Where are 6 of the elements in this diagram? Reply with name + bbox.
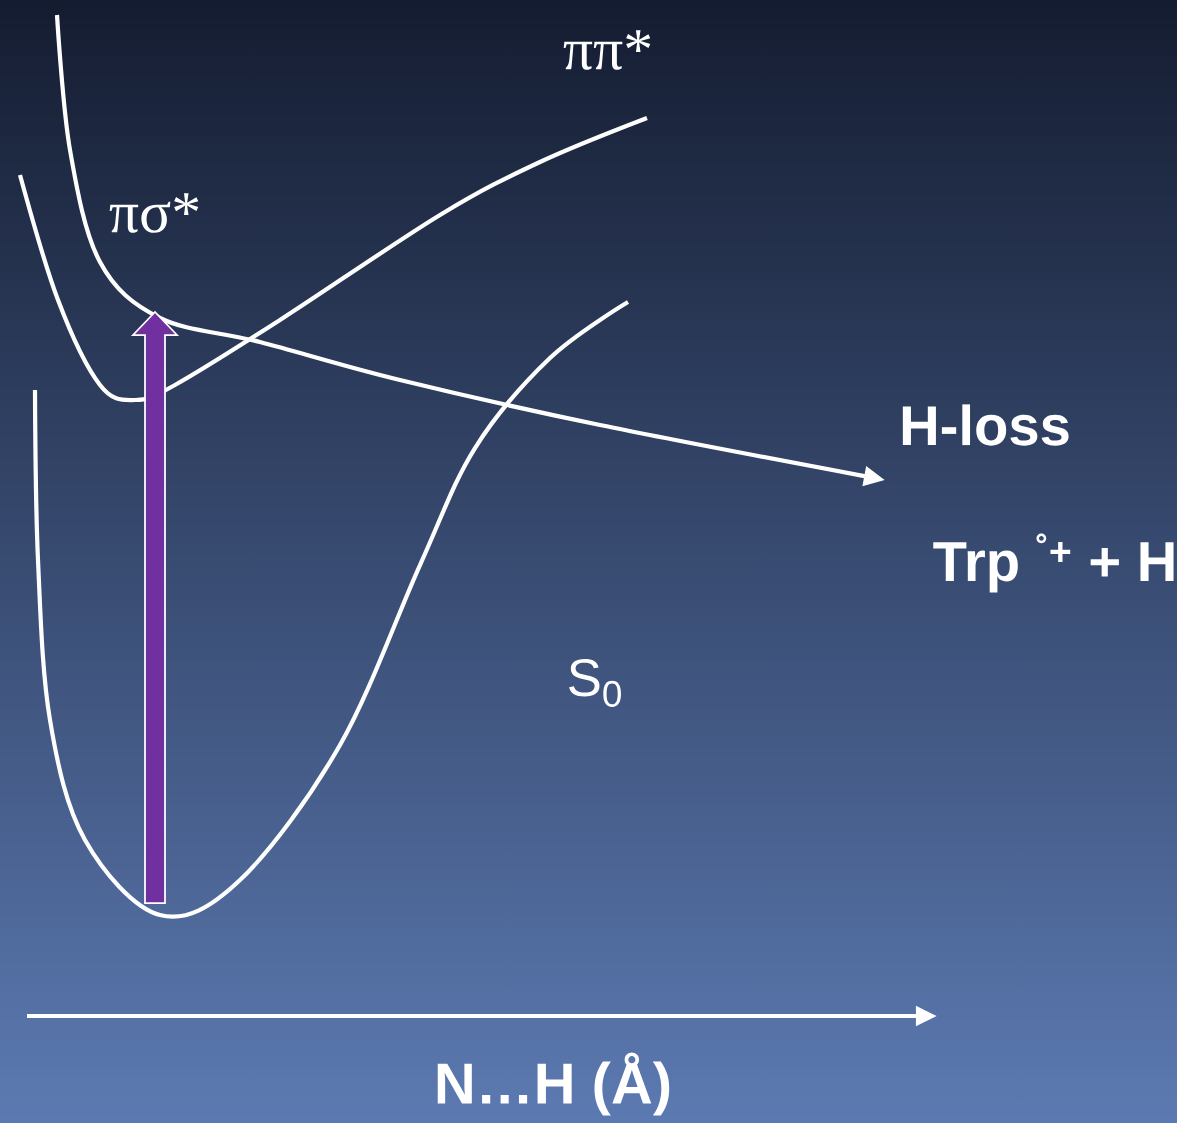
curve-label: ππ* (563, 30, 651, 70)
product-label: Trp $^{˚+}$ + H (933, 533, 1174, 593)
curve-label: πσ* (109, 193, 199, 233)
channel-label: H-loss (902, 404, 1069, 446)
state-label: S$_{0}$ (569, 659, 621, 707)
axis-label: N…H (Å) (437, 1052, 670, 1116)
